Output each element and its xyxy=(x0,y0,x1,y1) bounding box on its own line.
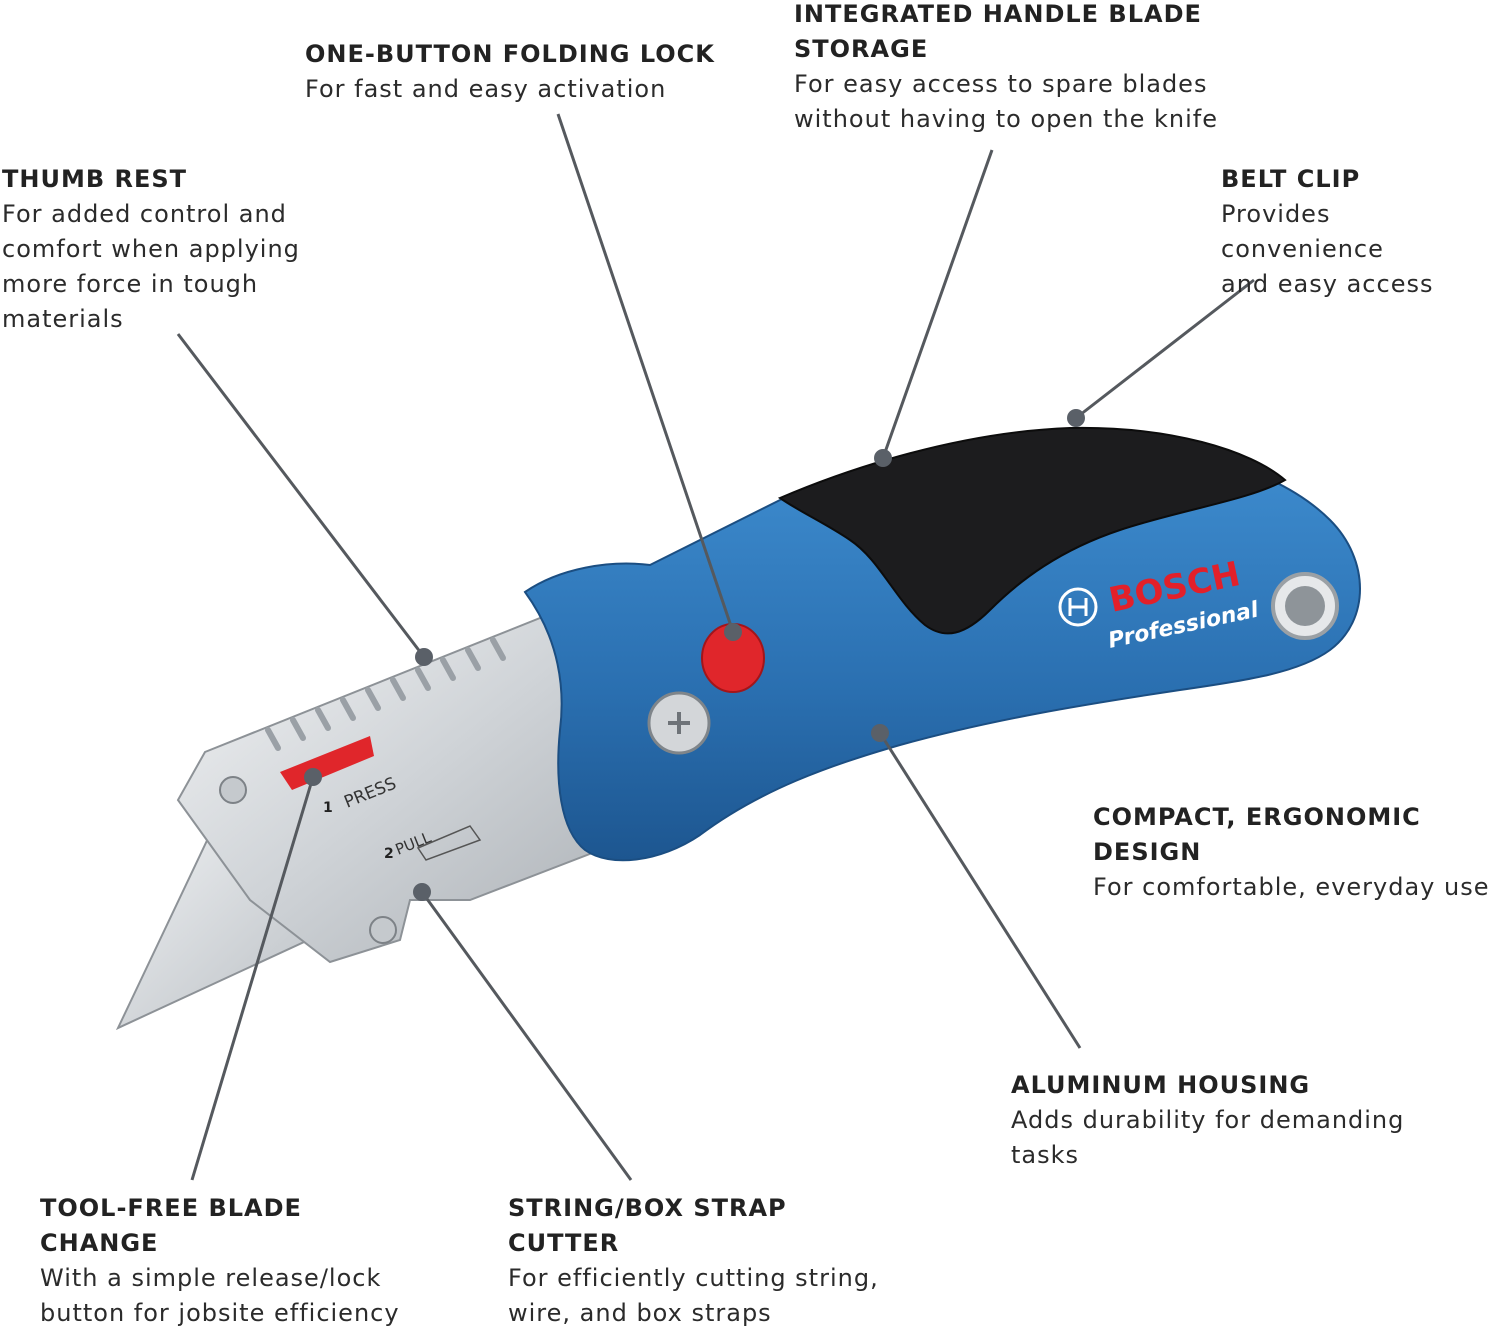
callout-desc: For comfortable, everyday use xyxy=(1093,873,1490,901)
leader-ergonomic-design xyxy=(878,732,1082,1049)
carrier-screw-front xyxy=(219,776,247,804)
callout-title: COMPACT, ERGONOMIC DESIGN xyxy=(1093,803,1421,866)
callout-desc: Provides convenience and easy access xyxy=(1221,200,1434,298)
leader-blade-storage xyxy=(881,149,994,459)
leader-belt-clip xyxy=(1075,278,1255,420)
leader-thumb-rest xyxy=(176,333,426,658)
metal-blade-carrier xyxy=(176,598,642,964)
anchor-folding-lock xyxy=(724,623,742,641)
callout-tool-free-blade-change: TOOL-FREE BLADE CHANGE With a simple rel… xyxy=(40,1191,400,1331)
callout-title: ONE-BUTTON FOLDING LOCK xyxy=(305,40,715,68)
callout-desc: For easy access to spare blades without … xyxy=(794,70,1218,133)
callout-compact-ergonomic-design: COMPACT, ERGONOMIC DESIGN For comfortabl… xyxy=(1093,800,1490,905)
leader-folding-lock xyxy=(556,113,735,633)
leader-strap-cutter xyxy=(420,891,633,1181)
callout-title: STRING/BOX STRAP CUTTER xyxy=(508,1194,787,1257)
callout-desc: With a simple release/lock button for jo… xyxy=(40,1264,400,1327)
callout-one-button-folding-lock: ONE-BUTTON FOLDING LOCK For fast and eas… xyxy=(305,37,715,107)
anchor-thumb-rest xyxy=(415,648,433,666)
bosch-armature-logo-icon xyxy=(1058,587,1098,627)
callout-string-box-strap-cutter: STRING/BOX STRAP CUTTER For efficiently … xyxy=(508,1191,879,1331)
callout-desc: Adds durability for demanding tasks xyxy=(1011,1106,1405,1169)
callout-desc: For fast and easy activation xyxy=(305,75,667,103)
thumb-rest-ridges xyxy=(265,637,506,751)
anchor-strap-cutter xyxy=(413,883,431,901)
step2-number: 2 xyxy=(384,846,394,862)
callout-title: THUMB REST xyxy=(2,165,188,193)
rubber-grip xyxy=(777,426,1287,635)
callout-title: TOOL-FREE BLADE CHANGE xyxy=(40,1194,302,1257)
callout-aluminum-housing: ALUMINUM HOUSING Adds durability for dem… xyxy=(1011,1068,1404,1173)
callout-desc: For added control and comfort when apply… xyxy=(2,200,300,333)
blade-release-button xyxy=(280,736,374,790)
leader-lines xyxy=(176,113,1255,1181)
callout-thumb-rest: THUMB REST For added control and comfort… xyxy=(2,162,300,337)
step1-number: 1 xyxy=(323,800,333,816)
callout-belt-clip: BELT CLIP Provides convenience and easy … xyxy=(1221,162,1500,302)
blade-outline-icon xyxy=(416,825,482,861)
callout-title: INTEGRATED HANDLE BLADE STORAGE xyxy=(794,0,1202,63)
callout-desc: For efficiently cutting string, wire, an… xyxy=(508,1264,879,1327)
callout-integrated-handle-blade-storage: INTEGRATED HANDLE BLADE STORAGE For easy… xyxy=(794,0,1218,137)
anchor-ergonomic-design xyxy=(871,724,889,742)
carrier-screw-bottom xyxy=(369,916,397,944)
leader-blade-change xyxy=(190,776,315,1181)
anchor-belt-clip xyxy=(1067,409,1085,427)
lanyard-hole-inner xyxy=(1285,586,1325,626)
bosch-armature-logo-mark xyxy=(1068,598,1088,616)
callout-title: BELT CLIP xyxy=(1221,165,1361,193)
anchor-blade-change xyxy=(304,768,322,786)
callout-title: ALUMINUM HOUSING xyxy=(1011,1071,1311,1099)
pivot-screw-cross xyxy=(668,712,690,734)
anchor-blade-storage xyxy=(874,449,892,467)
